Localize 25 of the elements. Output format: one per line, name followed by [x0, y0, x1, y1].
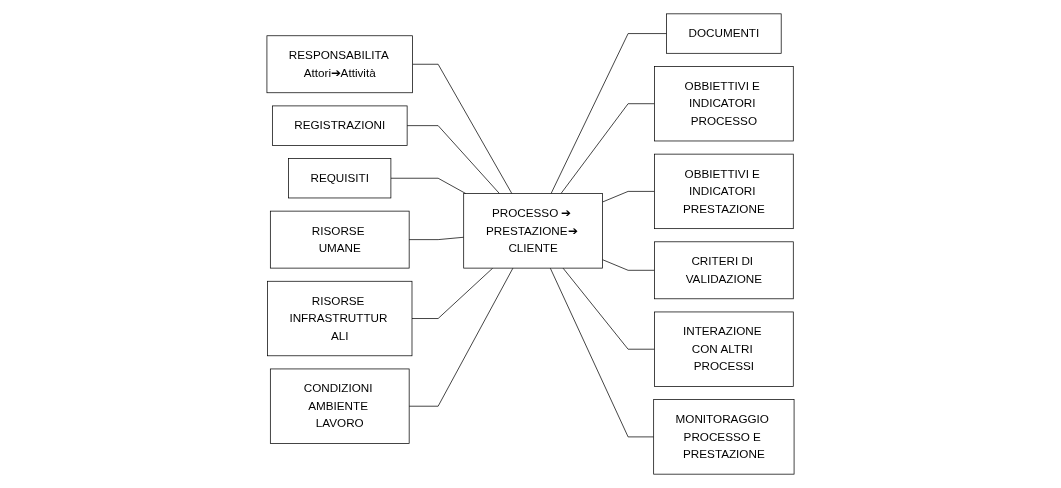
connector	[406, 125, 500, 194]
connector	[550, 33, 667, 194]
connector	[602, 191, 655, 203]
node-box: RESPONSABILITA Attori➔Attività	[266, 35, 413, 94]
connector	[602, 259, 655, 271]
connector	[560, 103, 655, 194]
node-box: REGISTRAZIONI	[272, 105, 408, 146]
connector	[549, 267, 655, 438]
connector	[408, 267, 514, 407]
node-box: CRITERI DI VALIDAZIONE	[654, 241, 794, 300]
node-box: INTERAZIONE CON ALTRI PROCESSI	[654, 311, 794, 387]
node-box: DOCUMENTI	[666, 13, 782, 54]
node-box: CONDIZIONI AMBIENTE LAVORO	[269, 368, 410, 444]
connector	[412, 63, 513, 194]
connector	[408, 236, 465, 240]
node-box: OBBIETTIVI E INDICATORI PROCESSO	[654, 66, 794, 142]
node-box: RISORSE INFRASTRUTTUR ALI	[267, 280, 413, 357]
node-box: OBBIETTIVI E INDICATORI PRESTAZIONE	[654, 153, 794, 230]
connector	[390, 177, 467, 194]
connector	[562, 267, 655, 350]
node-box: REQUISITI	[288, 158, 392, 199]
node-box: PROCESSO ➔ PRESTAZIONE➔ CLIENTE	[463, 193, 603, 269]
node-box: RISORSE UMANE	[269, 210, 410, 269]
node-box: MONITORAGGIO PROCESSO E PRESTAZIONE	[653, 399, 795, 475]
connector	[411, 267, 494, 319]
